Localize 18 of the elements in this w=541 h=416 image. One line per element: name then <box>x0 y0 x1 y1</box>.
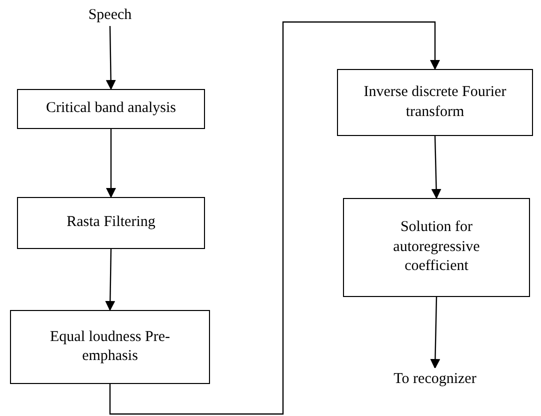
arrow <box>105 248 116 311</box>
arrow <box>106 26 116 90</box>
process-box <box>17 197 205 249</box>
box-label: Equal loudness Pre-emphasis <box>49 328 171 366</box>
process-box <box>337 69 533 136</box>
box-label: Solution for autoregressive coefficient <box>392 218 481 276</box>
process-box <box>17 89 205 129</box>
process-box <box>10 310 210 384</box>
box-label: Rasta Filtering <box>66 213 156 232</box>
arrow <box>109 21 440 415</box>
process-box <box>343 198 530 297</box>
arrow <box>431 136 442 199</box>
arrow <box>430 296 440 369</box>
arrow <box>106 129 116 198</box>
box-label: Critical band analysis <box>46 99 176 118</box>
flow-label: Speech <box>88 6 132 26</box>
box-label: Inverse discrete Fourier transform <box>362 83 508 122</box>
flow-label: To recognizer <box>394 370 476 390</box>
